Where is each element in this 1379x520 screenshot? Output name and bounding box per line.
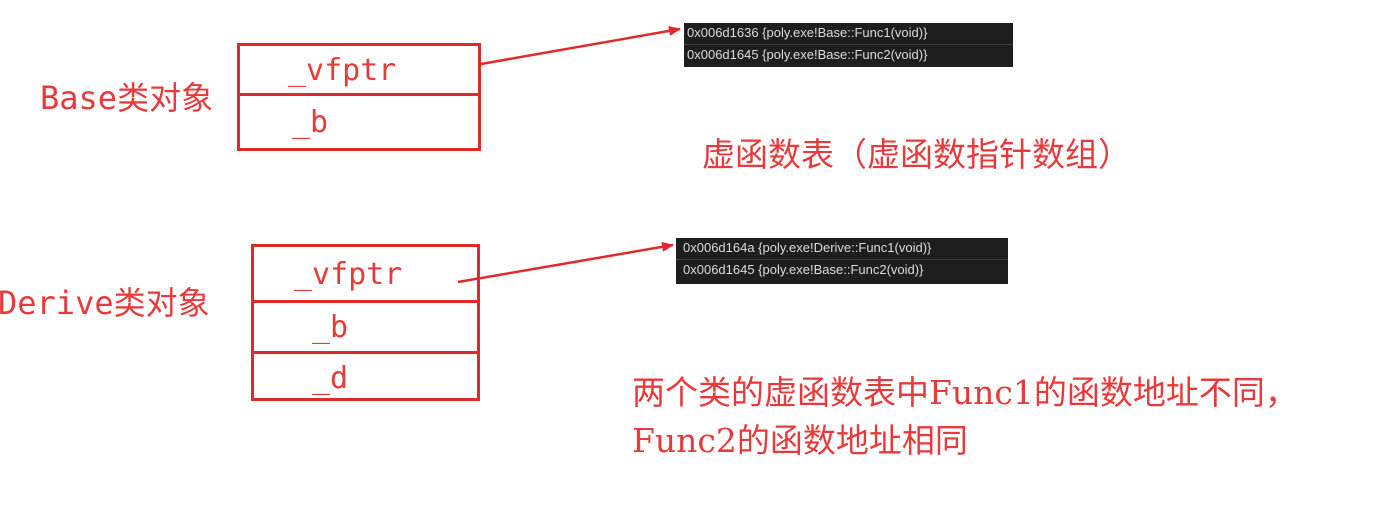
derive-vtable: 0x006d164a {poly.exe!Derive::Func1(void)… [676, 238, 1008, 284]
conclusion-line-2: Func2的函数地址相同 [632, 421, 968, 460]
derive-b-field: _b [254, 300, 477, 351]
derive-vtable-entry-func1: 0x006d164a {poly.exe!Derive::Func1(void)… [676, 238, 1008, 260]
derive-vfptr-arrow [457, 241, 674, 284]
derive-vtable-entry-func2: 0x006d1645 {poly.exe!Base::Func2(void)} [683, 262, 924, 277]
derive-d-field: _d [254, 351, 477, 401]
base-vfptr-arrow [480, 25, 681, 66]
base-object-label: Base类对象 [40, 79, 214, 117]
base-b-field: _b [240, 93, 478, 151]
base-object-box: _vfptr _b [237, 43, 481, 151]
base-vtable: 0x006d1636 {poly.exe!Base::Func1(void)} … [684, 23, 1013, 67]
vtable-caption: 虚函数表（虚函数指针数组） [702, 135, 1131, 174]
derive-object-label: Derive类对象 [0, 284, 210, 322]
base-vtable-entry-func2: 0x006d1645 {poly.exe!Base::Func2(void)} [687, 47, 928, 62]
base-vtable-entry-func1: 0x006d1636 {poly.exe!Base::Func1(void)} [684, 23, 1013, 45]
conclusion-line-1: 两个类的虚函数表中Func1的函数地址不同， [632, 373, 1298, 412]
derive-vfptr-field: _vfptr [294, 257, 403, 292]
base-vfptr-field: _vfptr [288, 53, 397, 88]
derive-object-box: _vfptr _b _d [251, 244, 480, 401]
